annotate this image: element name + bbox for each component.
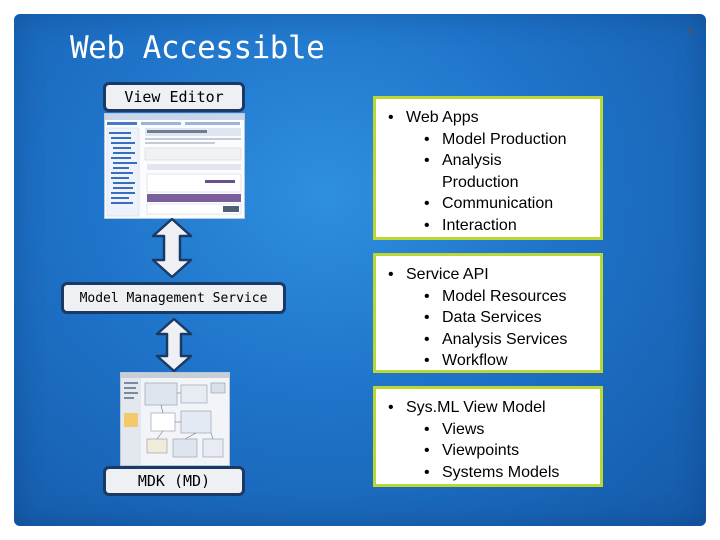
double-arrow-icon: [155, 318, 193, 372]
view-editor-screenshot: [104, 113, 245, 219]
web-apps-heading: Web Apps: [376, 107, 600, 129]
service-api-box: Service API Model Resources Data Service…: [373, 253, 603, 373]
list-item: Model Production: [376, 129, 600, 151]
service-api-heading: Service API: [376, 264, 600, 286]
list-item: Data Services: [376, 307, 600, 329]
list-item: Views: [376, 419, 600, 441]
list-item: Workflow: [376, 350, 600, 372]
list-item: Communication: [376, 193, 600, 215]
list-item: Analysis Production: [376, 150, 600, 193]
mdk-label: MDK (MD): [103, 466, 245, 496]
double-arrow-icon: [151, 218, 193, 278]
mdk-screenshot: [120, 372, 230, 466]
list-item: Interaction: [376, 215, 600, 237]
sysml-view-model-box: Sys.ML View Model Views Viewpoints Syste…: [373, 386, 603, 487]
slide-title: Web Accessible: [70, 30, 325, 66]
sysml-view-model-heading: Sys.ML View Model: [376, 397, 600, 419]
list-item: Viewpoints: [376, 440, 600, 462]
view-editor-label: View Editor: [103, 82, 245, 112]
list-item: Model Resources: [376, 286, 600, 308]
web-apps-box: Web Apps Model Production Analysis Produ…: [373, 96, 603, 240]
model-management-service-label: Model Management Service: [61, 282, 286, 314]
list-item: Systems Models: [376, 462, 600, 484]
list-item: Analysis Services: [376, 329, 600, 351]
page-number: 5: [687, 26, 694, 39]
